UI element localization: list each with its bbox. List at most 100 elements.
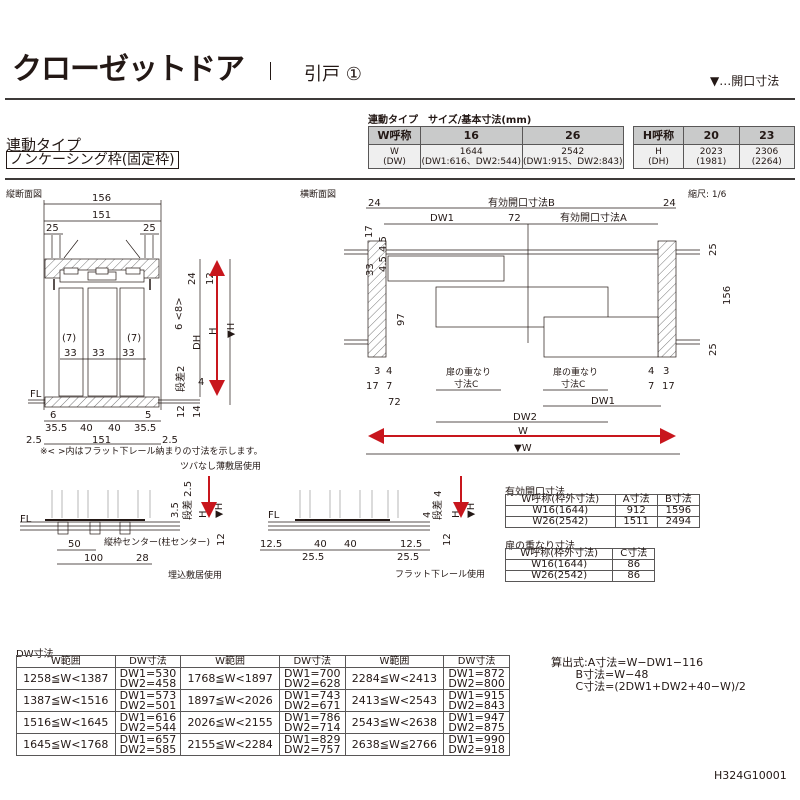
w-header-16: 16 (420, 126, 523, 145)
svg-text:有効開口寸法B: 有効開口寸法B (488, 196, 555, 209)
w-header-label: W呼称 (368, 126, 421, 145)
svg-text:▼W: ▼W (514, 443, 532, 454)
svg-text:扉の重なり: 扉の重なり (553, 366, 598, 378)
svg-text:24: 24 (368, 198, 381, 209)
svg-text:12: 12 (176, 405, 187, 418)
h-row-label: H(DH) (633, 144, 684, 169)
svg-text:(7): (7) (62, 333, 76, 344)
svg-text:寸法C: 寸法C (561, 378, 585, 390)
svg-text:DW1: DW1 (430, 213, 454, 224)
size-table-h: H呼称 20 23 H(DH) 2023(1981) 2306(2264) (633, 126, 795, 169)
svg-text:25: 25 (708, 343, 719, 356)
svg-text:35.5: 35.5 (45, 423, 67, 434)
svg-text:6: 6 (50, 410, 56, 421)
svg-text:FL: FL (30, 389, 42, 400)
formula-a: 算出式:A寸法=W−DW1−116 (551, 656, 704, 669)
svg-text:FL: FL (268, 510, 280, 521)
horizontal-section-title: 横断面図 (300, 188, 336, 200)
svg-text:段差 2.5: 段差 2.5 (181, 481, 194, 520)
svg-text:段差2: 段差2 (174, 366, 187, 392)
product-code: H324G10001 (714, 769, 787, 782)
svg-text:25.5: 25.5 (397, 552, 419, 563)
svg-text:4.5: 4.5 (378, 236, 389, 252)
sill-left-caption: 埋込敷居使用 (168, 569, 222, 581)
divider-top (5, 98, 795, 100)
svg-text:151: 151 (92, 435, 111, 446)
svg-text:25: 25 (708, 243, 719, 256)
svg-text:段差 4: 段差 4 (431, 490, 444, 520)
svg-text:25.5: 25.5 (302, 552, 324, 563)
svg-text:25: 25 (143, 223, 156, 234)
svg-text:H: H (198, 510, 209, 518)
divider-mid (5, 178, 795, 180)
h20-value: 2023(1981) (683, 144, 740, 169)
svg-text:33: 33 (92, 348, 105, 359)
h-header-20: 20 (683, 126, 740, 145)
vertical-section-note: ※< >内はフラット下レール納まりの寸法を示します。 (40, 445, 263, 457)
svg-text:7: 7 (648, 381, 654, 392)
vertical-section-drawing: 縦断面図 156 151 25 25 (7) (7) 33 33 33 FL 6… (6, 188, 263, 457)
table-row: W26(2542) 86 (504, 570, 655, 582)
svg-text:DW1: DW1 (591, 396, 615, 407)
svg-text:33: 33 (64, 348, 77, 359)
door-overlap-table: W呼称(枠外寸法) C寸法 W16(1644) 86 W26(2542) 86 (504, 548, 655, 582)
svg-text:14: 14 (192, 405, 203, 418)
svg-text:40: 40 (314, 539, 327, 550)
svg-text:12.5: 12.5 (400, 539, 422, 550)
title-separator (270, 62, 271, 80)
svg-text:DH: DH (192, 335, 203, 350)
eff-header: W呼称(枠外寸法) (505, 494, 616, 506)
svg-text:156: 156 (92, 193, 111, 204)
calculation-formula: 算出式:A寸法=W−DW1−116 B寸法=W−48 C寸法=(2DW1+DW2… (551, 657, 746, 693)
effective-opening-caption: 有効開口寸法 (505, 487, 565, 498)
svg-text:24: 24 (663, 198, 676, 209)
svg-text:6 <8>: 6 <8> (174, 297, 185, 330)
dw-table: W範囲 DW寸法 W範囲 DW寸法 W範囲 DW寸法 1258≦W<1387 D… (16, 655, 510, 756)
door-overlap-caption: 扉の重なり寸法 (505, 541, 575, 552)
svg-text:50: 50 (68, 539, 81, 550)
dw-table-caption: DW寸法 (16, 649, 54, 660)
svg-text:156: 156 (722, 286, 733, 305)
svg-text:17: 17 (364, 225, 375, 238)
eff-header: B寸法 (656, 494, 701, 506)
svg-text:(7): (7) (127, 333, 141, 344)
svg-text:寸法C: 寸法C (454, 378, 478, 390)
svg-text:12.5: 12.5 (260, 539, 282, 550)
svg-text:有効開口寸法A: 有効開口寸法A (560, 211, 627, 224)
svg-text:▼H: ▼H (466, 503, 477, 518)
svg-text:40: 40 (108, 423, 121, 434)
svg-text:72: 72 (388, 397, 401, 408)
table-row: W16(1644) 912 1596 (505, 505, 701, 517)
h-header-23: 23 (738, 126, 795, 145)
svg-text:4.5: 4.5 (378, 256, 389, 272)
technical-drawings: 縦断面図 156 151 25 25 (7) (7) 33 33 33 FL 6… (6, 188, 733, 581)
svg-text:2.5: 2.5 (26, 435, 42, 446)
svg-text:12: 12 (442, 533, 453, 546)
svg-text:33: 33 (365, 263, 376, 276)
svg-text:FL: FL (20, 514, 32, 525)
svg-text:扉の重なり: 扉の重なり (446, 366, 491, 378)
svg-text:4: 4 (422, 512, 433, 518)
w16-value: 1644(DW1:616、DW2:544) (420, 144, 523, 169)
svg-text:35.5: 35.5 (134, 423, 156, 434)
h23-value: 2306(2264) (738, 144, 795, 169)
w26-value: 2542(DW1:915、DW2:843) (521, 144, 624, 169)
svg-text:25: 25 (46, 223, 59, 234)
svg-text:▼H: ▼H (226, 323, 237, 338)
svg-text:28: 28 (136, 553, 149, 564)
svg-text:▼H: ▼H (214, 503, 225, 518)
sill-right-caption: フラット下レール使用 (395, 568, 485, 580)
eff-header: A寸法 (614, 494, 658, 506)
svg-text:17: 17 (662, 381, 675, 392)
formula-b: B寸法=W−48 (551, 668, 649, 681)
svg-text:4: 4 (386, 366, 392, 377)
vertical-section-title: 縦断面図 (6, 188, 42, 200)
svg-text:3.5: 3.5 (170, 502, 181, 518)
svg-text:72: 72 (508, 213, 521, 224)
svg-text:7: 7 (386, 381, 392, 392)
frame-label: ノンケーシング枠(固定枠) (6, 151, 179, 169)
h-header-label: H呼称 (633, 126, 684, 145)
